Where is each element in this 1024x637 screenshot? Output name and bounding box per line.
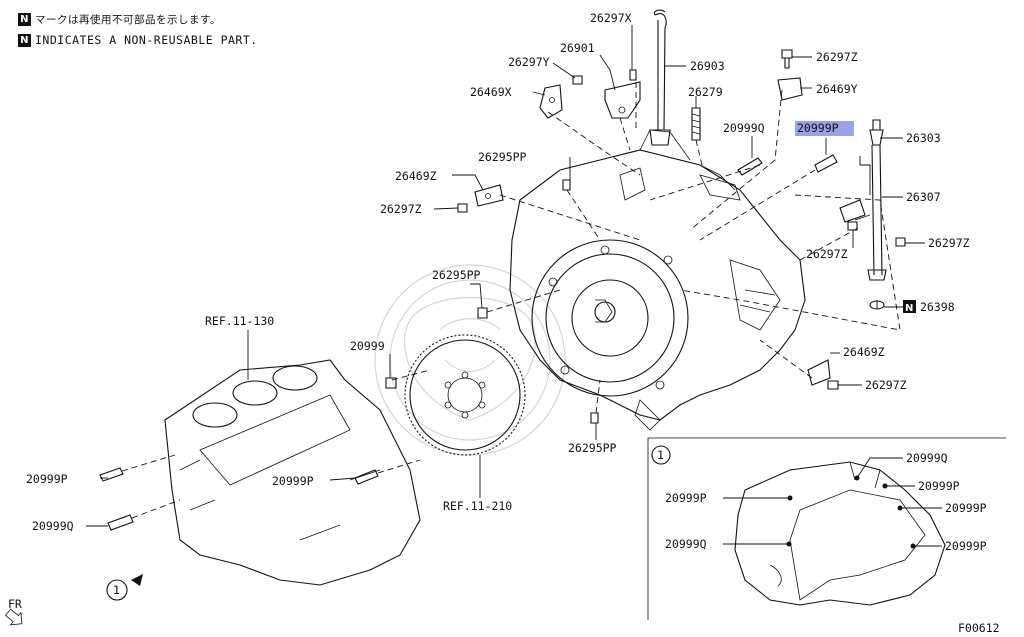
- bolt-20999P-mid: [354, 469, 379, 485]
- drive-plate: [404, 334, 526, 456]
- bolt-26297Z-right: [895, 237, 906, 247]
- assembly-lines: [121, 82, 901, 519]
- label-20999: 20999: [350, 339, 385, 353]
- label-20999P-left: 20999P: [26, 472, 68, 486]
- bracket-26469Y: [777, 77, 803, 101]
- label-26398: 26398: [920, 300, 955, 314]
- bolt-20999P-top: [814, 154, 838, 173]
- pin-26295PP-3: [590, 412, 599, 424]
- callout-number: 1: [113, 583, 120, 597]
- label-26297Z-2: 26297Z: [806, 247, 848, 261]
- inset-number: 1: [657, 448, 664, 462]
- bolt-26297Z-left: [457, 203, 468, 213]
- bolt-26297Z-top: [781, 49, 793, 69]
- inset-label-20999Q-b: 20999Q: [665, 537, 707, 551]
- inset-label-20999Q-a: 20999Q: [906, 451, 948, 465]
- inset-label-20999P-b: 20999P: [665, 491, 707, 505]
- highlight-20999P: [795, 121, 854, 136]
- inset-label-20999P-a: 20999P: [918, 479, 960, 493]
- header-japanese-text: マークは再使用不可部品を示します。: [35, 14, 221, 26]
- label-26297Z-3: 26297Z: [928, 236, 970, 250]
- non-reusable-mark-icon: [903, 300, 916, 313]
- label-26303: 26303: [906, 131, 941, 145]
- front-direction-arrow-icon: [4, 608, 23, 626]
- label-ref-11-210: REF.11-210: [443, 499, 512, 513]
- label-20999Q-top: 20999Q: [723, 121, 765, 135]
- label-20999P-mid: 20999P: [272, 474, 314, 488]
- bracket-26469Z-upper: [474, 184, 504, 207]
- bolt-26297Y: [572, 75, 583, 85]
- bolt-26297Z-mid: [847, 221, 858, 231]
- label-26307: 26307: [906, 190, 941, 204]
- header-english-text: INDICATES A NON-REUSABLE PART.: [35, 33, 258, 47]
- bracket-26469X: [539, 84, 563, 119]
- label-26295PP-1: 26295PP: [478, 150, 527, 164]
- label-26295PP-2: 26295PP: [432, 268, 481, 282]
- label-26297X: 26297X: [590, 11, 632, 25]
- label-20999P-highlighted: 20999P: [797, 121, 839, 135]
- label-26297Y: 26297Y: [508, 55, 550, 69]
- label-26297Z-top: 26297Z: [816, 50, 858, 64]
- bolt-20999Q-left: [107, 514, 134, 531]
- inset-label-20999P-c: 20999P: [945, 501, 987, 515]
- label-26469X: 26469X: [470, 85, 512, 99]
- non-reusable-mark-icon: N: [18, 13, 31, 26]
- header-line-english: N INDICATES A NON-REUSABLE PART.: [18, 33, 258, 47]
- bolt-20999: [385, 377, 397, 389]
- bolt-20999P-left: [99, 467, 124, 482]
- pin-26295PP-2: [477, 307, 488, 319]
- label-26901: 26901: [560, 41, 595, 55]
- breather-tube: [649, 9, 671, 146]
- bolt-26297Z-lower: [827, 380, 839, 390]
- label-26398-n-mark: N: [905, 303, 913, 314]
- non-reusable-mark-icon: N: [18, 33, 31, 47]
- bracket-26469Z-lower: [807, 359, 831, 386]
- leader-lines: [86, 25, 925, 527]
- label-26469Z-2: 26469Z: [843, 345, 885, 359]
- inset-label-20999P-e: 20999P: [945, 539, 987, 553]
- pin-26295PP-1: [562, 179, 571, 191]
- label-20999Q-left: 20999Q: [32, 519, 74, 533]
- stud-26279: [691, 107, 701, 141]
- label-ref-11-130: REF.11-130: [205, 314, 274, 328]
- label-26903: 26903: [690, 59, 725, 73]
- label-26279: 26279: [688, 85, 723, 99]
- label-26469Z-1: 26469Z: [395, 169, 437, 183]
- label-26297Z-1: 26297Z: [380, 202, 422, 216]
- label-26297Z-4: 26297Z: [865, 378, 907, 392]
- engine-block: [164, 359, 421, 586]
- bracket-26901: [604, 69, 641, 119]
- transaxle-housing: [509, 129, 806, 431]
- bolt-20999Q-top: [737, 157, 763, 176]
- oil-level-gauge: [839, 119, 887, 310]
- label-26469Y: 26469Y: [816, 82, 858, 96]
- inset-detail: 1 20999Q 20999P 20999P 20999P 20999Q 209…: [647, 437, 1006, 620]
- header-line-japanese: N マークは再使用不可部品を示します。: [18, 12, 221, 27]
- label-26295PP-3: 26295PP: [568, 441, 617, 455]
- diagram-code: F00612: [958, 621, 1000, 635]
- label-fr: FR: [8, 597, 22, 611]
- callout-circle: [106, 579, 128, 601]
- arrow-icon: [131, 574, 143, 586]
